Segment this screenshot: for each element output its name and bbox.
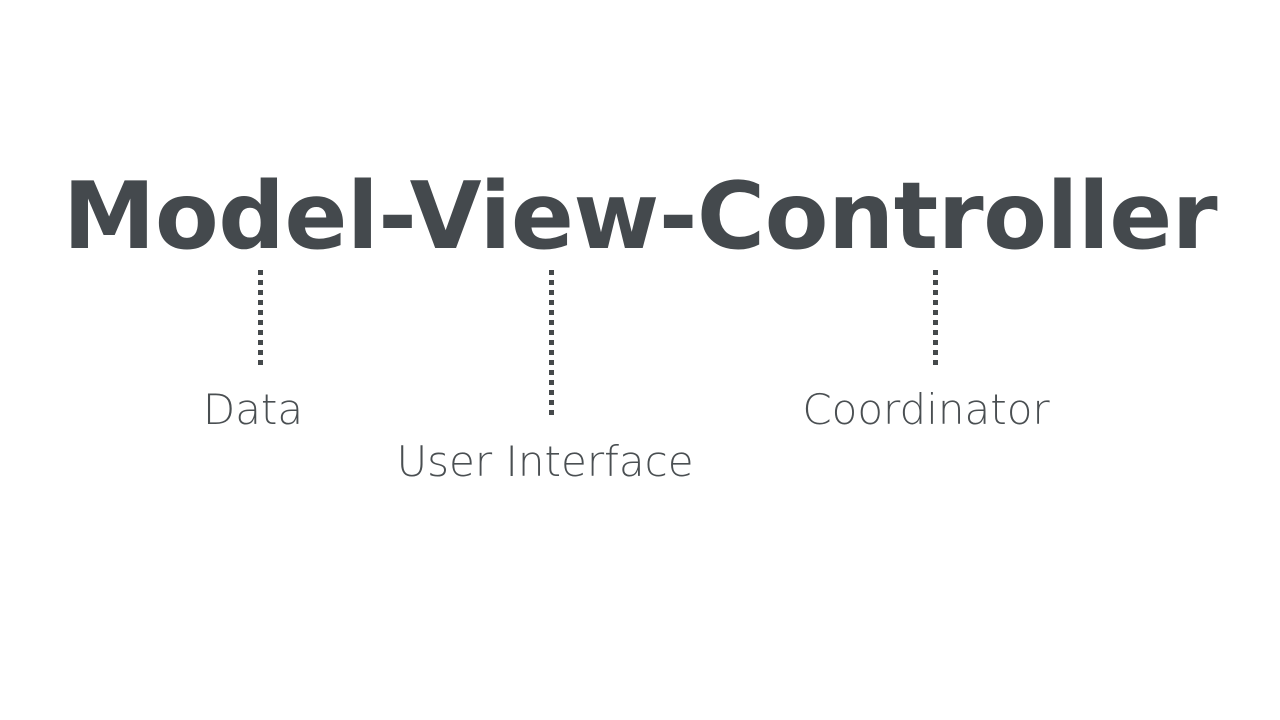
label-controller: Coordinator xyxy=(802,385,1050,434)
page-title: Model-View-Controller xyxy=(62,162,1218,270)
connector-line-view xyxy=(549,270,554,418)
connector-line-model xyxy=(258,270,263,368)
label-model: Data xyxy=(202,385,304,434)
label-view: User Interface xyxy=(396,437,694,486)
connector-line-controller xyxy=(933,270,938,368)
